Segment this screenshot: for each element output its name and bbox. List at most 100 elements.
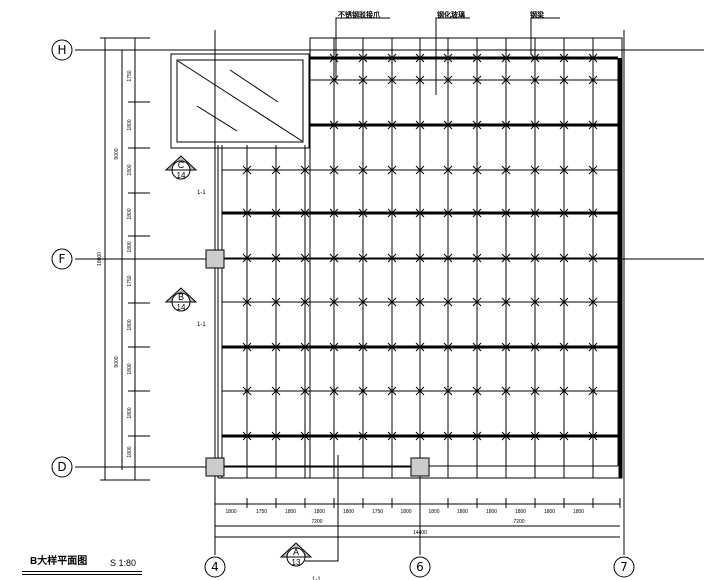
- dim-left-segment: 1800: [127, 446, 133, 457]
- connector-claw-icon: [559, 75, 569, 85]
- connector-claw-icon: [472, 165, 482, 175]
- skylight-panel-outer: [170, 53, 310, 149]
- connector-claw-icon: [443, 53, 453, 63]
- dim-left-segment: 1800: [127, 363, 133, 374]
- axis-label-7: 7: [620, 560, 628, 574]
- section-marker-note: 1-1: [197, 190, 206, 196]
- connector-claw-icon: [358, 53, 368, 63]
- connector-claw-icon: [530, 165, 540, 175]
- connector-claw-icon: [530, 253, 540, 263]
- connector-claw-icon: [300, 342, 310, 352]
- connector-claw-icon: [501, 165, 511, 175]
- connector-claw-icon: [300, 208, 310, 218]
- dim-left-total: 9000: [114, 356, 120, 367]
- section-marker-letter: C: [178, 160, 185, 170]
- connector-claw-icon: [443, 253, 453, 263]
- section-marker-letter: B: [178, 292, 184, 302]
- connector-claw-icon: [300, 165, 310, 175]
- connector-claw-icon: [588, 386, 598, 396]
- connector-claw-icon: [387, 297, 397, 307]
- connector-claw-icon: [588, 120, 598, 130]
- connector-claw-icon: [501, 297, 511, 307]
- connector-claw-icon: [588, 75, 598, 85]
- connector-claw-icon: [472, 342, 482, 352]
- connector-claw-icon: [358, 75, 368, 85]
- callout-connector: 不锈钢驳接爪: [338, 12, 380, 19]
- connector-claw-icon: [530, 208, 540, 218]
- connector-claw-icon: [329, 165, 339, 175]
- connector-claw-icon: [271, 208, 281, 218]
- connector-claw-icon: [415, 297, 425, 307]
- connector-claw-icon: [559, 297, 569, 307]
- connector-claw-icon: [329, 53, 339, 63]
- axis-bubble-4: [204, 556, 226, 578]
- connector-claw-icon: [415, 165, 425, 175]
- connector-claw-icon: [242, 165, 252, 175]
- axis-label-6: 6: [416, 560, 424, 574]
- connector-claw-icon: [329, 342, 339, 352]
- connector-claw-icon: [415, 208, 425, 218]
- section-marker-sheet: 14: [177, 303, 186, 312]
- connector-claw-icon: [329, 75, 339, 85]
- dim-left-segment: 1800: [127, 119, 133, 130]
- connector-claw-icon: [271, 342, 281, 352]
- dim-bottom-segment: 1800: [400, 509, 411, 515]
- column: [410, 457, 430, 477]
- title-underline: [22, 571, 142, 575]
- axis-bubble-h: [51, 39, 73, 61]
- connector-claw-icon: [387, 208, 397, 218]
- connector-claw-icon: [443, 342, 453, 352]
- dim-left-segment: 1800: [127, 164, 133, 175]
- dim-bottom-segment: 1800: [544, 509, 555, 515]
- connector-claw-icon: [358, 342, 368, 352]
- connector-claw-icon: [387, 75, 397, 85]
- dim-bottom-segment: 1750: [372, 509, 383, 515]
- connector-claw-icon: [300, 431, 310, 441]
- dim-bottom-segment: 1800: [225, 509, 236, 515]
- callout-beam: 钢梁: [530, 12, 544, 19]
- dim-bottom-segment: 1750: [256, 509, 267, 515]
- connector-claw-icon: [559, 53, 569, 63]
- connector-claw-icon: [415, 120, 425, 130]
- connector-claw-icon: [300, 386, 310, 396]
- axis-bubble-f: [51, 248, 73, 270]
- section-marker-note: 1-1: [312, 577, 321, 580]
- connector-claw-icon: [271, 165, 281, 175]
- connector-claw-icon: [472, 120, 482, 130]
- connector-claw-icon: [358, 165, 368, 175]
- connector-claw-icon: [559, 431, 569, 441]
- connector-claw-icon: [358, 431, 368, 441]
- connector-claw-icon: [358, 386, 368, 396]
- connector-claw-icon: [501, 120, 511, 130]
- connector-claw-icon: [271, 253, 281, 263]
- connector-claw-icon: [559, 253, 569, 263]
- connector-claw-icon: [242, 342, 252, 352]
- dim-left-overall: 18000: [97, 252, 103, 266]
- connector-claw-icon: [415, 431, 425, 441]
- dim-bottom-segment: 1800: [573, 509, 584, 515]
- drawing-title: B大样平面图: [30, 556, 88, 567]
- column: [205, 457, 225, 477]
- connector-claw-icon: [472, 253, 482, 263]
- connector-claw-icon: [443, 208, 453, 218]
- dim-bottom-segment: 1800: [428, 509, 439, 515]
- connector-claw-icon: [501, 75, 511, 85]
- callout-leader: [335, 17, 390, 80]
- axis-label-4: 4: [211, 560, 219, 574]
- connector-claw-icon: [242, 297, 252, 307]
- connector-claw-icon: [588, 53, 598, 63]
- connector-claw-icon: [271, 297, 281, 307]
- connector-claw-icon: [443, 297, 453, 307]
- connector-claw-icon: [443, 431, 453, 441]
- connector-claw-icon: [588, 297, 598, 307]
- connector-claw-icon: [530, 342, 540, 352]
- connector-claw-icon: [588, 208, 598, 218]
- callout-leader: [530, 17, 560, 55]
- connector-claw-icon: [415, 75, 425, 85]
- skylight-panel-inner: [176, 59, 304, 143]
- connector-claw-icon: [530, 297, 540, 307]
- connector-claw-icon: [358, 297, 368, 307]
- dim-bottom-segment: 1800: [285, 509, 296, 515]
- connector-claw-icon: [387, 53, 397, 63]
- axis-bubble-d: [51, 456, 73, 478]
